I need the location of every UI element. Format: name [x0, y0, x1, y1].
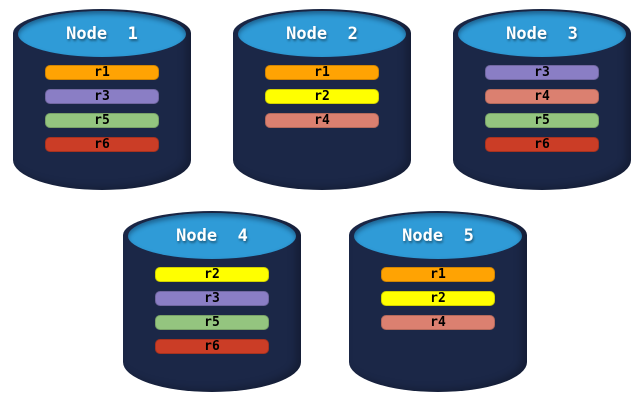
replica-label: r3 — [534, 65, 550, 80]
replica-label: r5 — [204, 315, 220, 330]
node-cylinder-4: Node 4 r2 r3 r5 r6 — [123, 211, 301, 392]
replica-list: r1 r2 r4 — [349, 267, 527, 330]
replica-bar-r6: r6 — [485, 137, 599, 152]
replica-bar-r2: r2 — [265, 89, 379, 104]
node-cylinder-3: Node 3 r3 r4 r5 r6 — [453, 9, 631, 190]
replica-label: r5 — [94, 113, 110, 128]
cylinder-top: Node 2 — [238, 11, 406, 57]
replica-label: r2 — [314, 89, 330, 104]
replica-bar-r5: r5 — [45, 113, 159, 128]
replica-list: r3 r4 r5 r6 — [453, 65, 631, 152]
cylinder-top: Node 3 — [458, 11, 626, 57]
replica-bar-r6: r6 — [155, 339, 269, 354]
node-title: Node 4 — [176, 226, 248, 246]
cylinder-top: Node 4 — [128, 213, 296, 259]
node-title: Node 5 — [402, 226, 474, 246]
replica-label: r6 — [94, 137, 110, 152]
node-title: Node 3 — [506, 24, 578, 44]
cylinder-top: Node 1 — [18, 11, 186, 57]
replica-label: r6 — [534, 137, 550, 152]
node-title: Node 1 — [66, 24, 138, 44]
node-cylinder-5: Node 5 r1 r2 r4 — [349, 211, 527, 392]
replica-label: r1 — [430, 267, 446, 282]
replica-label: r1 — [94, 65, 110, 80]
replica-label: r3 — [94, 89, 110, 104]
node-cylinder-2: Node 2 r1 r2 r4 — [233, 9, 411, 190]
replica-bar-r4: r4 — [381, 315, 495, 330]
replica-bar-r4: r4 — [485, 89, 599, 104]
replica-bar-r4: r4 — [265, 113, 379, 128]
replica-list: r1 r2 r4 — [233, 65, 411, 128]
replica-list: r2 r3 r5 r6 — [123, 267, 301, 354]
replica-label: r4 — [314, 113, 330, 128]
replica-bar-r3: r3 — [485, 65, 599, 80]
replica-bar-r2: r2 — [381, 291, 495, 306]
replica-label: r5 — [534, 113, 550, 128]
replica-bar-r6: r6 — [45, 137, 159, 152]
replica-bar-r3: r3 — [45, 89, 159, 104]
replica-bar-r5: r5 — [485, 113, 599, 128]
node-cylinder-1: Node 1 r1 r3 r5 r6 — [13, 9, 191, 190]
replica-bar-r1: r1 — [381, 267, 495, 282]
replica-label: r2 — [430, 291, 446, 306]
replica-label: r4 — [430, 315, 446, 330]
replica-bar-r3: r3 — [155, 291, 269, 306]
replica-list: r1 r3 r5 r6 — [13, 65, 191, 152]
replica-bar-r1: r1 — [45, 65, 159, 80]
replica-bar-r1: r1 — [265, 65, 379, 80]
replica-label: r1 — [314, 65, 330, 80]
replica-bar-r5: r5 — [155, 315, 269, 330]
cylinder-top: Node 5 — [354, 213, 522, 259]
replica-bar-r2: r2 — [155, 267, 269, 282]
replica-label: r3 — [204, 291, 220, 306]
replica-label: r6 — [204, 339, 220, 354]
replica-label: r4 — [534, 89, 550, 104]
replica-label: r2 — [204, 267, 220, 282]
node-title: Node 2 — [286, 24, 358, 44]
